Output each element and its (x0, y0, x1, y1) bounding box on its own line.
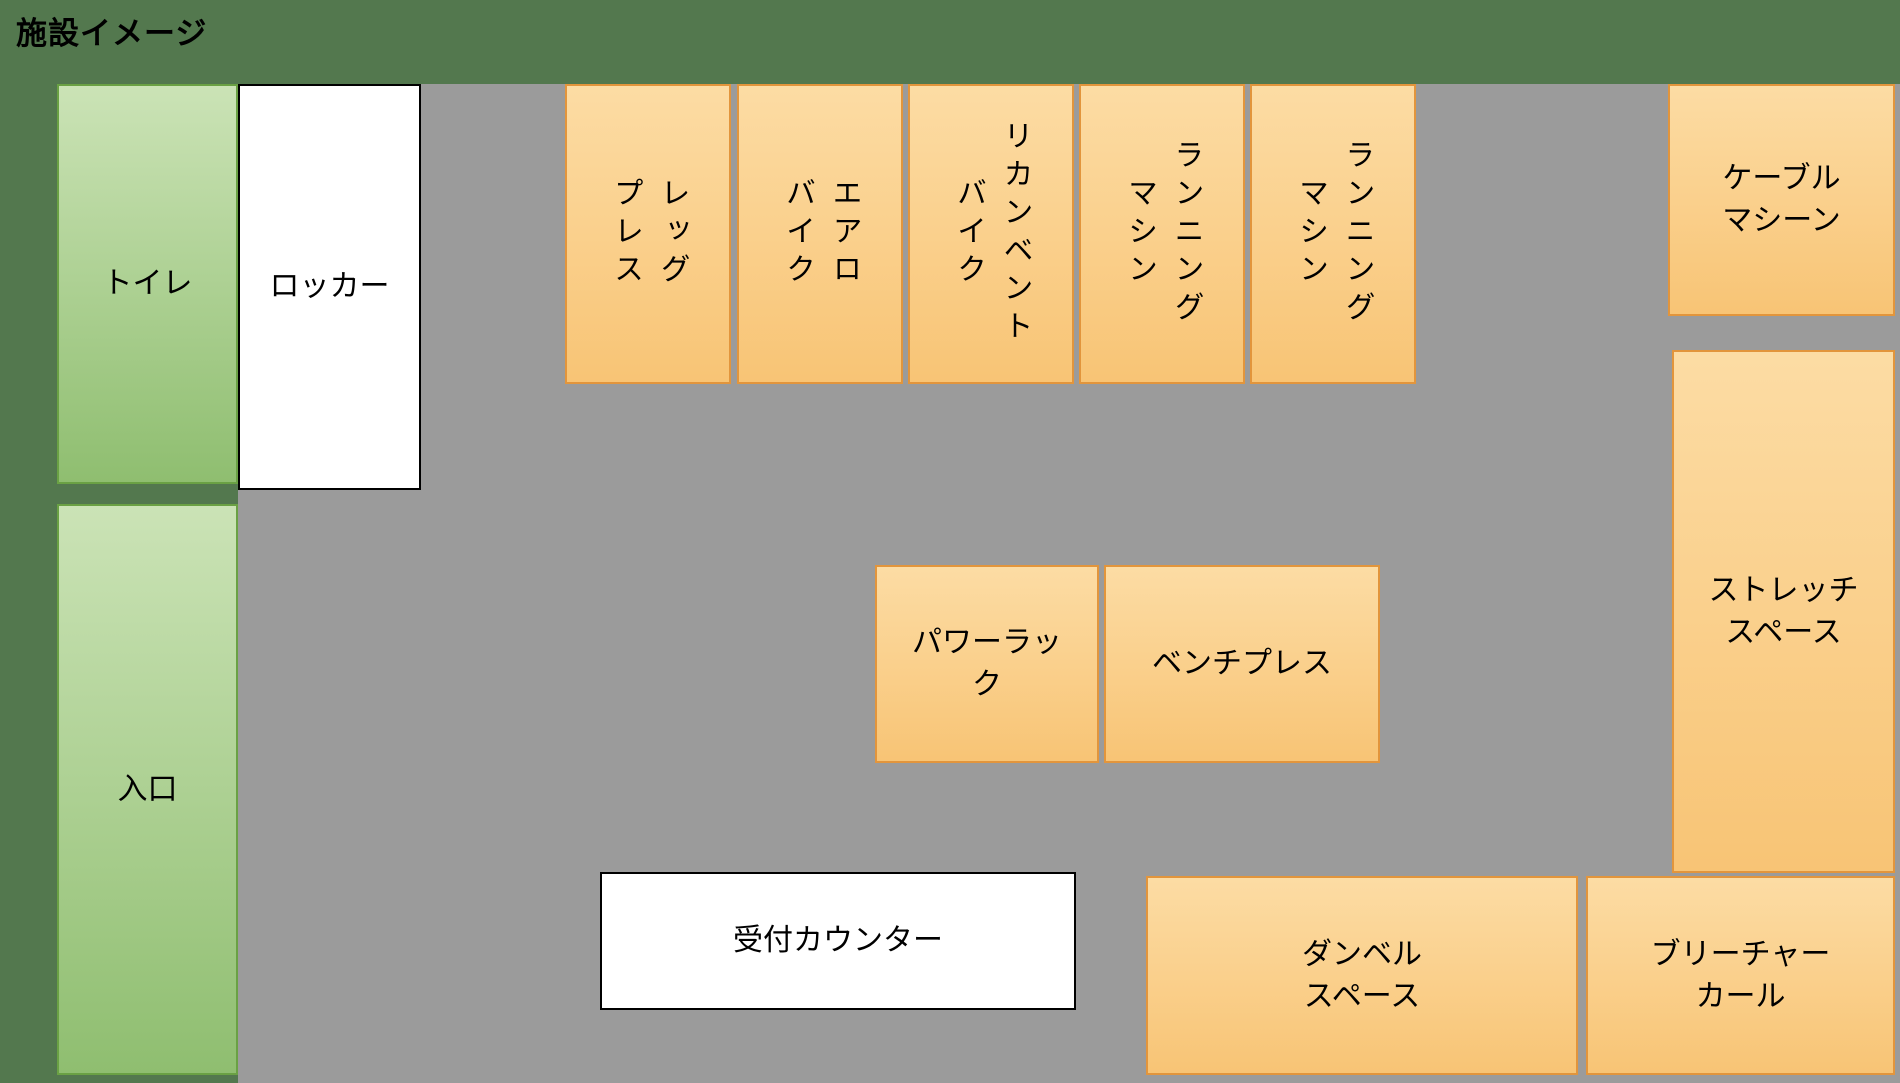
equipment-running-machine-1: ランニング マシン (1079, 84, 1245, 384)
equipment-recumbent-bike: リカンベント バイク (908, 84, 1074, 384)
equipment-running-machine-2-label: ランニング マシン (1294, 139, 1374, 329)
equipment-stretch-space: ストレッチ スペース (1672, 350, 1895, 873)
equipment-aero-bike-label: エアロ バイク (781, 177, 861, 291)
equipment-dumbbell-space: ダンベル スペース (1146, 876, 1578, 1075)
equipment-power-rack-label: パワーラッ ク (912, 626, 1062, 701)
zone-locker-label: ロッカー (269, 270, 390, 303)
zone-toilet: トイレ (57, 84, 238, 484)
equipment-bench-press: ベンチプレス (1104, 565, 1380, 763)
equipment-recumbent-bike-label: リカンベント バイク (952, 120, 1032, 348)
page-title: 施設イメージ (16, 16, 208, 51)
zone-locker: ロッカー (238, 84, 421, 490)
equipment-preacher-curl-label: ブリーチャー カール (1650, 937, 1831, 1013)
equipment-cable-machine-label: ケーブル マシーン (1722, 162, 1841, 237)
equipment-dumbbell-space-label: ダンベル スペース (1302, 937, 1422, 1013)
equipment-leg-press: レッグ プレス (565, 84, 731, 384)
equipment-preacher-curl: ブリーチャー カール (1586, 876, 1895, 1075)
zone-reception-label: 受付カウンター (733, 924, 943, 957)
zone-entrance-label: 入口 (117, 772, 178, 806)
equipment-bench-press-label: ベンチプレス (1152, 647, 1332, 680)
equipment-aero-bike: エアロ バイク (737, 84, 903, 384)
zone-toilet-label: トイレ (102, 267, 193, 300)
equipment-stretch-space-label: ストレッチ スペース (1708, 573, 1859, 649)
zone-entrance: 入口 (57, 504, 238, 1075)
equipment-running-machine-1-label: ランニング マシン (1123, 139, 1203, 329)
equipment-leg-press-label: レッグ プレス (609, 177, 689, 291)
equipment-power-rack: パワーラッ ク (875, 565, 1099, 763)
equipment-cable-machine: ケーブル マシーン (1668, 84, 1895, 316)
zone-reception: 受付カウンター (600, 872, 1076, 1010)
equipment-running-machine-2: ランニング マシン (1250, 84, 1416, 384)
